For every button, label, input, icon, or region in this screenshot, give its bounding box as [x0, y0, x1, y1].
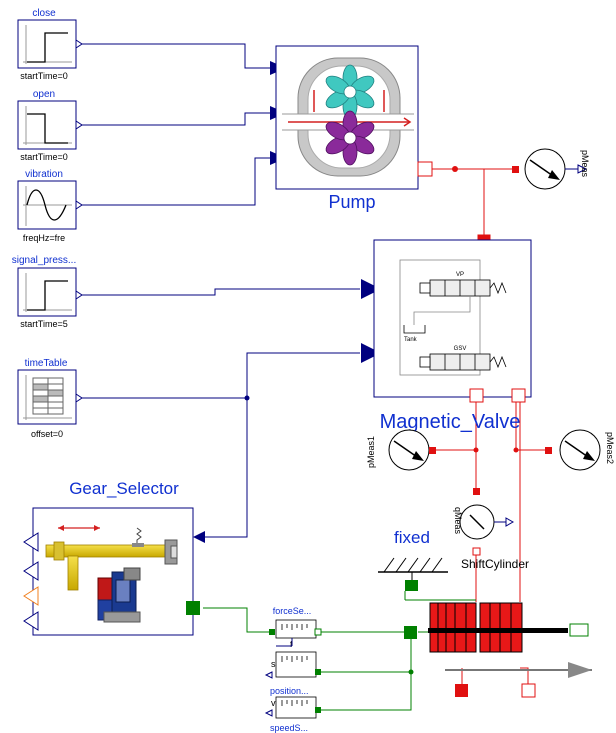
flange-junction[interactable] [404, 626, 417, 639]
shiftcylinder-name: ShiftCylinder [461, 557, 529, 571]
pump-name: Pump [328, 192, 375, 212]
gsv-label: GSV [454, 346, 467, 352]
pump-port-out[interactable] [417, 161, 433, 177]
fixed-flange[interactable] [405, 580, 418, 591]
cylinder-flange-right[interactable] [569, 623, 589, 637]
mechanical-lines [203, 607, 428, 711]
close-source-name: close [32, 8, 56, 19]
vibration-source-param: freqHz=fre [23, 233, 65, 243]
open-source-param: startTime=0 [20, 152, 67, 162]
fixed-block[interactable]: fixed ShiftCylinder [378, 528, 529, 591]
signal-pressure-source-block[interactable]: signal_press... startTime=5 [12, 255, 83, 329]
qmeas-label: qMeas [453, 507, 463, 535]
gear-selector-flange[interactable] [186, 601, 200, 615]
close-source-param: startTime=0 [20, 71, 67, 81]
pmeas1-label: pMeas1 [366, 436, 376, 468]
open-source-name: open [33, 89, 55, 100]
speed-sensor-v: v [271, 698, 276, 708]
vibration-source-name: vibration [25, 169, 63, 180]
position-sensor[interactable]: s position... [264, 651, 321, 696]
signal-wires [78, 43, 360, 538]
cylinder-rod [428, 628, 568, 633]
valve-port-a[interactable] [469, 388, 484, 403]
pump-gear-upper [325, 64, 375, 120]
timetable-source-block[interactable]: timeTable offset=0 [17, 358, 83, 439]
vibration-source-block[interactable]: vibration freqHz=fre [17, 169, 83, 243]
gsv-valve-symbol: GSV [419, 346, 507, 371]
valve-port-b[interactable] [511, 388, 526, 403]
shift-cylinder-block[interactable] [404, 591, 592, 698]
timetable-source-name: timeTable [25, 358, 68, 369]
gear-selector-block[interactable]: Gear_Selector [23, 479, 200, 636]
vp-label: VP [456, 272, 464, 278]
pmeas-label: pMeas [580, 150, 590, 178]
pmeas2-sensor[interactable]: pMeas2 [545, 429, 615, 471]
pump-gear-lower [325, 110, 375, 166]
hydraulic-junction [452, 166, 458, 172]
timetable-source-param: offset=0 [31, 429, 63, 439]
open-source-block[interactable]: open startTime=0 [17, 89, 83, 162]
magnetic-valve-block[interactable]: VP Tank GSV Magnetic_Valve [373, 239, 532, 433]
vp-valve-symbol: VP [399, 259, 507, 376]
signal-pressure-source-name: signal_press... [12, 255, 76, 266]
pmeas1-sensor[interactable]: pMeas1 [366, 429, 436, 471]
selector-mechanism [97, 567, 141, 623]
fixed-name: fixed [394, 528, 430, 547]
speed-sensor-name: speedS... [270, 723, 308, 733]
position-sensor-s: s [271, 659, 276, 669]
cylinder-body [429, 602, 523, 653]
force-sensor-name: forceSe... [273, 606, 312, 616]
signal-pressure-source-param: startTime=5 [20, 319, 67, 329]
force-sensor[interactable]: forceSe... f [269, 606, 322, 649]
pmeas-sensor[interactable]: pMeas [512, 148, 590, 190]
close-source-block[interactable]: close startTime=0 [17, 8, 83, 81]
magnetic-valve-name: Magnetic_Valve [380, 411, 521, 433]
qmeas-sensor[interactable]: qMeas [453, 488, 515, 556]
cylinder-port-b[interactable] [521, 683, 536, 698]
position-sensor-name: position... [270, 686, 309, 696]
signal-junction [244, 395, 250, 401]
pump-block[interactable]: Pump [275, 45, 419, 212]
cylinder-port-a[interactable] [455, 684, 468, 697]
pmeas2-label: pMeas2 [605, 432, 615, 464]
tank-label: Tank [404, 337, 418, 343]
tank-symbol: Tank [403, 296, 471, 343]
speed-sensor[interactable]: v speedS... [264, 696, 321, 733]
gear-selector-name: Gear_Selector [69, 479, 179, 498]
